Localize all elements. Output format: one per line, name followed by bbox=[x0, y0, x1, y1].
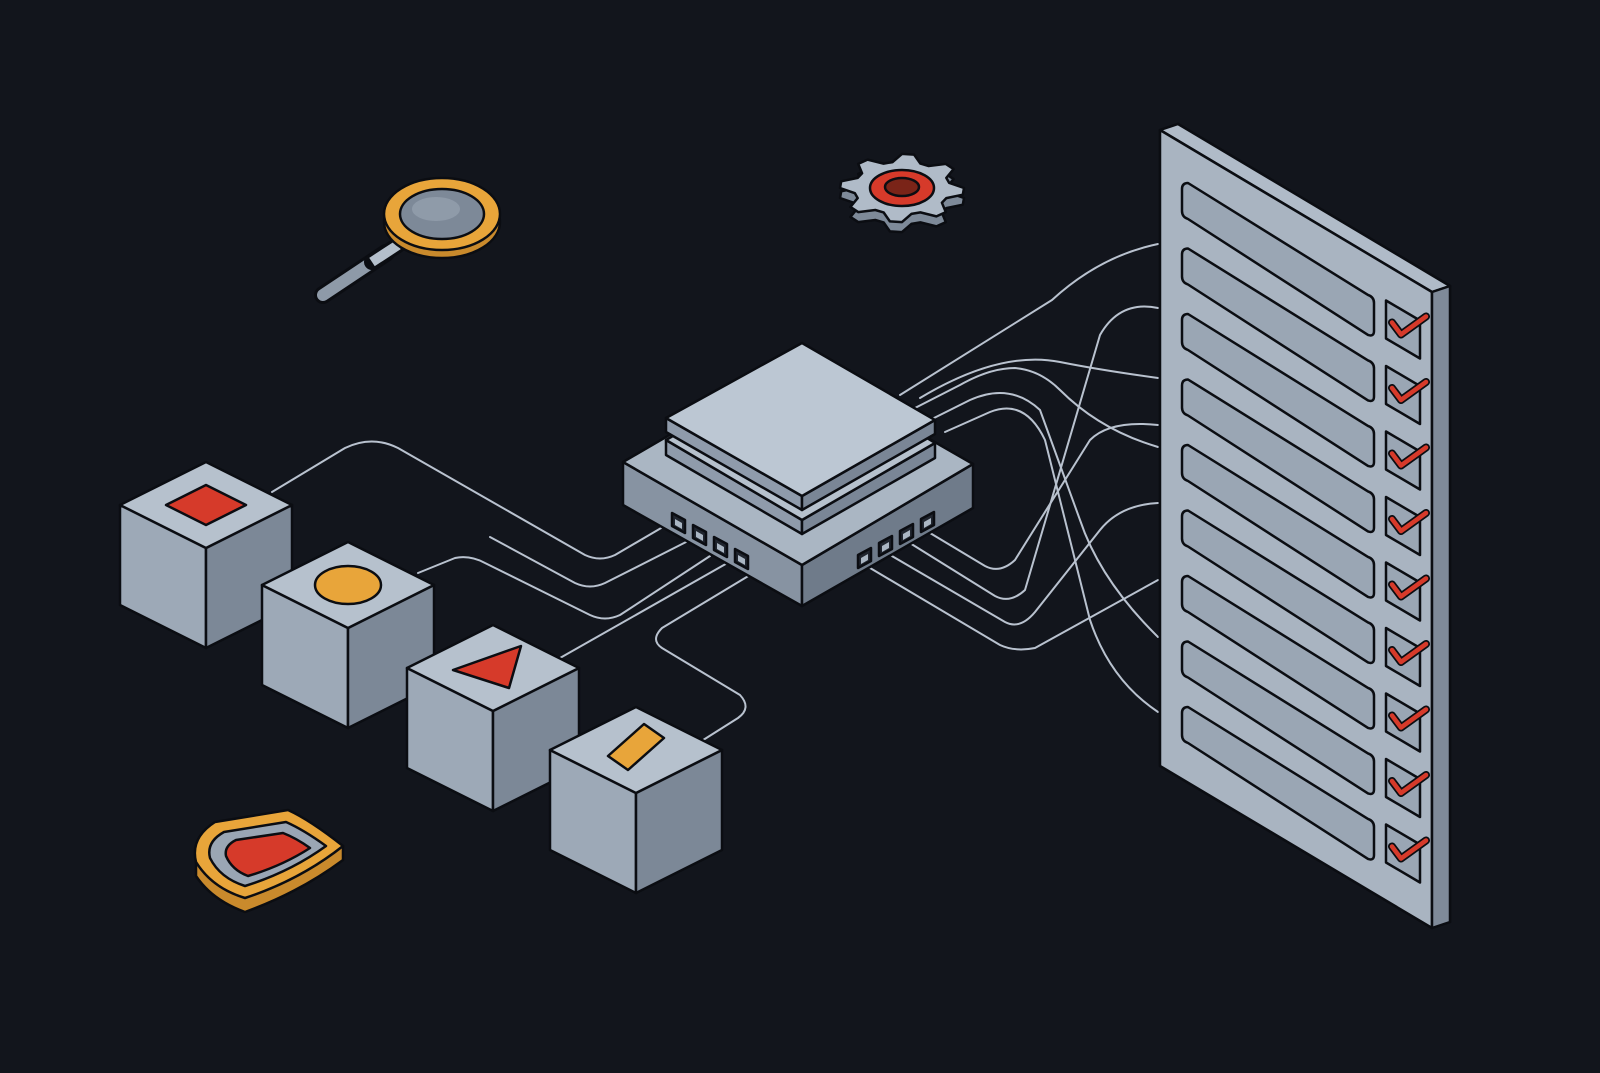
checklist-bar bbox=[1180, 378, 1376, 534]
wire-diamond-block bbox=[655, 571, 756, 743]
diamond-symbol bbox=[606, 722, 666, 772]
checklist-panel bbox=[1158, 122, 1452, 930]
checklist-row bbox=[1180, 443, 1430, 622]
hub-port-right-4 bbox=[919, 510, 936, 534]
checklist-row bbox=[1180, 181, 1430, 360]
hub-port-left-3 bbox=[712, 535, 729, 559]
checklist-row bbox=[1180, 247, 1430, 426]
checklist-bar bbox=[1180, 574, 1376, 730]
wire-hub-top-4 bbox=[944, 407, 1159, 713]
input-block-diamond bbox=[548, 705, 724, 895]
wire-triangle-block bbox=[559, 552, 746, 659]
circle-symbol bbox=[313, 564, 383, 606]
checklist-bar bbox=[1180, 443, 1376, 599]
wire-square-block bbox=[271, 440, 669, 560]
hub-port-right-3 bbox=[898, 522, 915, 546]
checkmark-icon bbox=[1389, 576, 1429, 599]
checklist-row bbox=[1180, 640, 1430, 819]
checkmark-icon bbox=[1389, 445, 1429, 468]
gear-hole bbox=[883, 176, 921, 198]
gear-icon bbox=[838, 152, 966, 234]
checklist-row bbox=[1180, 509, 1430, 688]
hub-top-face bbox=[664, 341, 937, 498]
checkmark-icon bbox=[1389, 314, 1429, 337]
checkmark-icon bbox=[1389, 772, 1429, 796]
checklist-right-edge bbox=[1430, 284, 1452, 930]
checklist-row bbox=[1180, 312, 1430, 491]
checklist-bar bbox=[1180, 640, 1376, 796]
hub-ports bbox=[670, 510, 936, 571]
magnifying-glass-icon bbox=[314, 176, 502, 304]
wire-hub-top-1 bbox=[899, 243, 1159, 396]
wire-hub-port-4 bbox=[864, 564, 1159, 651]
wire-hub-port-2 bbox=[904, 305, 1159, 600]
input-blocks bbox=[118, 460, 724, 895]
central-hub bbox=[621, 341, 975, 608]
wire-hub-top-5 bbox=[919, 358, 1159, 399]
input-block-circle bbox=[260, 540, 436, 730]
hub-port-right-2 bbox=[877, 534, 894, 558]
checklist-row bbox=[1180, 574, 1430, 753]
wire-hub-port-3 bbox=[884, 502, 1159, 626]
checklist-bar bbox=[1180, 181, 1376, 337]
checklist-row bbox=[1180, 705, 1430, 884]
hub-port-left-4 bbox=[733, 547, 750, 571]
square-symbol bbox=[164, 483, 248, 527]
checklist-rows bbox=[1180, 181, 1430, 884]
checklist-bar bbox=[1180, 509, 1376, 665]
checklist-bar bbox=[1180, 705, 1376, 861]
triangle-symbol bbox=[451, 644, 523, 690]
hub-port-right-1 bbox=[856, 546, 873, 570]
checkmark-icon bbox=[1389, 379, 1429, 403]
hub-port-left-1 bbox=[670, 511, 687, 535]
checkmark-icon bbox=[1389, 641, 1429, 665]
wire-hub-top-3 bbox=[929, 392, 1159, 638]
checkmark-icon bbox=[1389, 510, 1429, 534]
checkmark-icon bbox=[1389, 838, 1429, 861]
checklist-row bbox=[1180, 378, 1430, 557]
checklist-bar bbox=[1180, 247, 1376, 403]
shield-icon bbox=[193, 808, 345, 914]
checklist-bar bbox=[1180, 312, 1376, 468]
wire-extra-left bbox=[489, 536, 691, 588]
connection-wires bbox=[271, 243, 1159, 743]
checkmark-icon bbox=[1389, 707, 1429, 730]
hub-port-left-2 bbox=[691, 523, 708, 547]
wire-circle-block bbox=[417, 555, 711, 620]
